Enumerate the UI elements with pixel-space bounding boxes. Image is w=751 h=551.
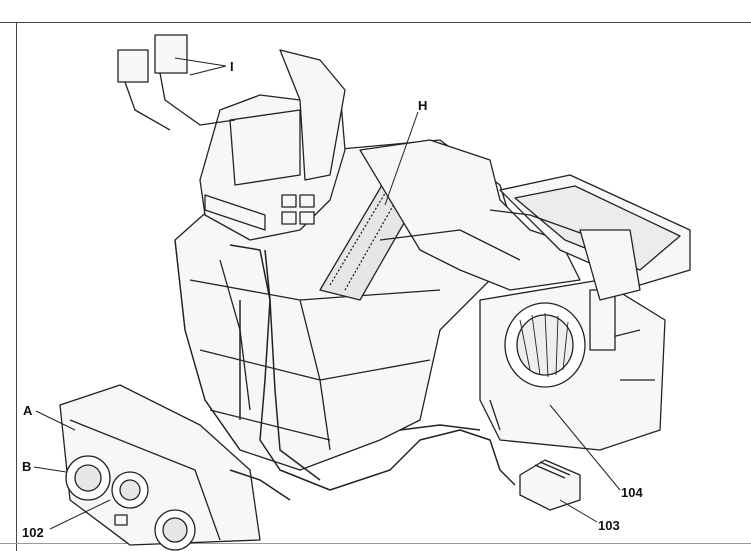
left-border [16,22,17,551]
callout-h: H [418,98,428,113]
top-border [0,22,751,23]
wiring-harness [229,244,516,501]
bottom-border [0,543,751,544]
distribution-box [199,49,346,241]
callout-b: B [22,459,32,474]
callout-i: I [230,59,234,74]
callout-102: 102 [22,525,44,540]
callout-103: 103 [598,518,620,533]
electrical-connectors [117,34,236,131]
control-panel [59,384,261,551]
blower-resistor [519,459,581,511]
callout-a: A [23,403,33,418]
callout-104: 104 [621,485,643,500]
blower-housing [479,229,666,451]
leader-lines [33,57,621,530]
